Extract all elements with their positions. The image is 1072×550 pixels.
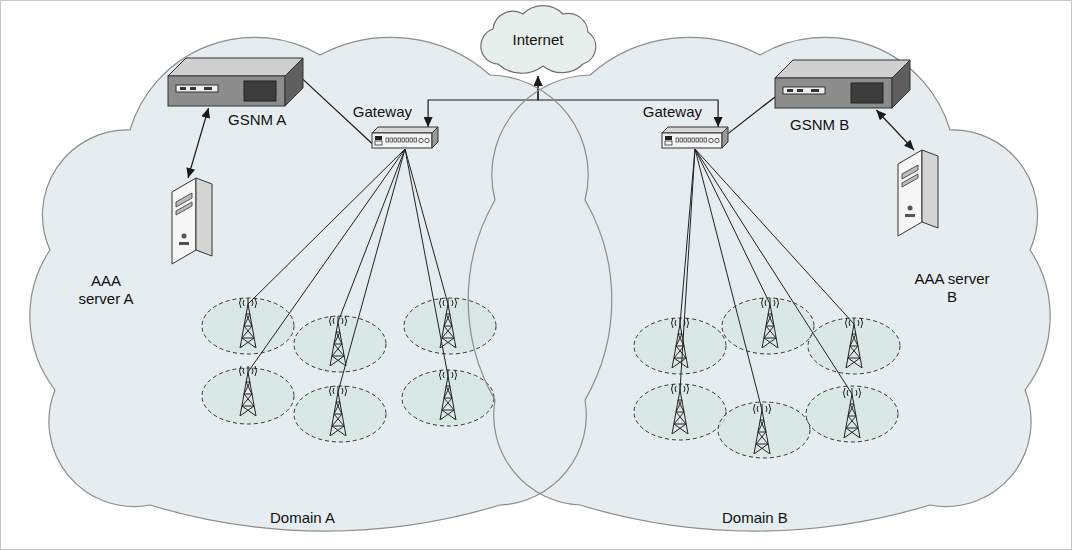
gateway-device-outline (662, 127, 728, 149)
tower-link (695, 149, 854, 324)
tower-link (338, 149, 405, 322)
gateway-device: Gateway (662, 127, 728, 149)
device-label: Gateway (643, 103, 702, 121)
network-link (728, 97, 775, 134)
network-link (188, 108, 209, 178)
device-label: GSNM B (790, 116, 849, 134)
aaa-server-outline (172, 178, 212, 264)
network-link (428, 76, 538, 127)
tower-icon (240, 298, 257, 348)
tower-icon (440, 370, 457, 420)
tower-icon (762, 298, 779, 348)
gsnm-device: GSNM A (168, 56, 303, 108)
tower-icon (846, 318, 863, 368)
aaa-server-outline (898, 150, 938, 236)
coverage-cell (202, 368, 294, 424)
network-link (876, 110, 914, 150)
internet-cloud: Internet (468, 4, 608, 76)
coverage-cell (402, 370, 494, 426)
tower-link (695, 149, 762, 410)
tower-icon (330, 316, 347, 366)
domain-label: Domain A (270, 509, 335, 527)
cloud-label: Internet (513, 31, 564, 49)
tower-link (338, 149, 405, 392)
coverage-cell (294, 316, 386, 372)
tower-link (248, 149, 405, 372)
coverage-cell (294, 386, 386, 442)
device-label: Gateway (353, 103, 412, 121)
tower-icon (672, 318, 689, 368)
coverage-cell (404, 298, 496, 354)
network-link (538, 76, 718, 127)
domain-cloud: Domain BGatewayGSNM BAAA server B (460, 20, 1060, 542)
tower-link (248, 149, 405, 304)
gateway-device-outline (372, 127, 438, 149)
aaa-server: AAA server B (898, 150, 938, 236)
gateway-device: Gateway (372, 127, 438, 149)
tower-link (695, 149, 770, 304)
tower-links (248, 149, 854, 410)
tower-link (680, 149, 695, 324)
domain-fill (468, 37, 1050, 531)
device-label: AAA server A (72, 272, 140, 308)
coverage-cell (806, 386, 898, 442)
tower-icon (754, 404, 771, 454)
tower-link (695, 149, 852, 394)
tower-icon (672, 384, 689, 434)
tower-icon (440, 298, 457, 348)
device-label: GSNM A (228, 111, 286, 129)
domain-cloud: Domain A GSNM A GatewayAAA server A (25, 20, 620, 542)
tower-icon (844, 388, 861, 438)
tower-icon (330, 386, 347, 436)
coverage-cell (634, 384, 726, 440)
gsnm-device-outline (775, 58, 910, 110)
coverage-cell (634, 318, 726, 374)
coverage-cells (202, 298, 900, 458)
device-label: AAA server B (910, 270, 994, 306)
gsnm-device: GSNM B (775, 58, 910, 110)
tower-link (405, 149, 448, 304)
tower-icon (240, 366, 257, 416)
coverage-cell (718, 402, 810, 458)
base-stations (240, 298, 863, 454)
aaa-server: AAA server A (172, 178, 212, 264)
domain-label: Domain B (722, 509, 788, 527)
gsnm-device-outline (168, 56, 303, 108)
